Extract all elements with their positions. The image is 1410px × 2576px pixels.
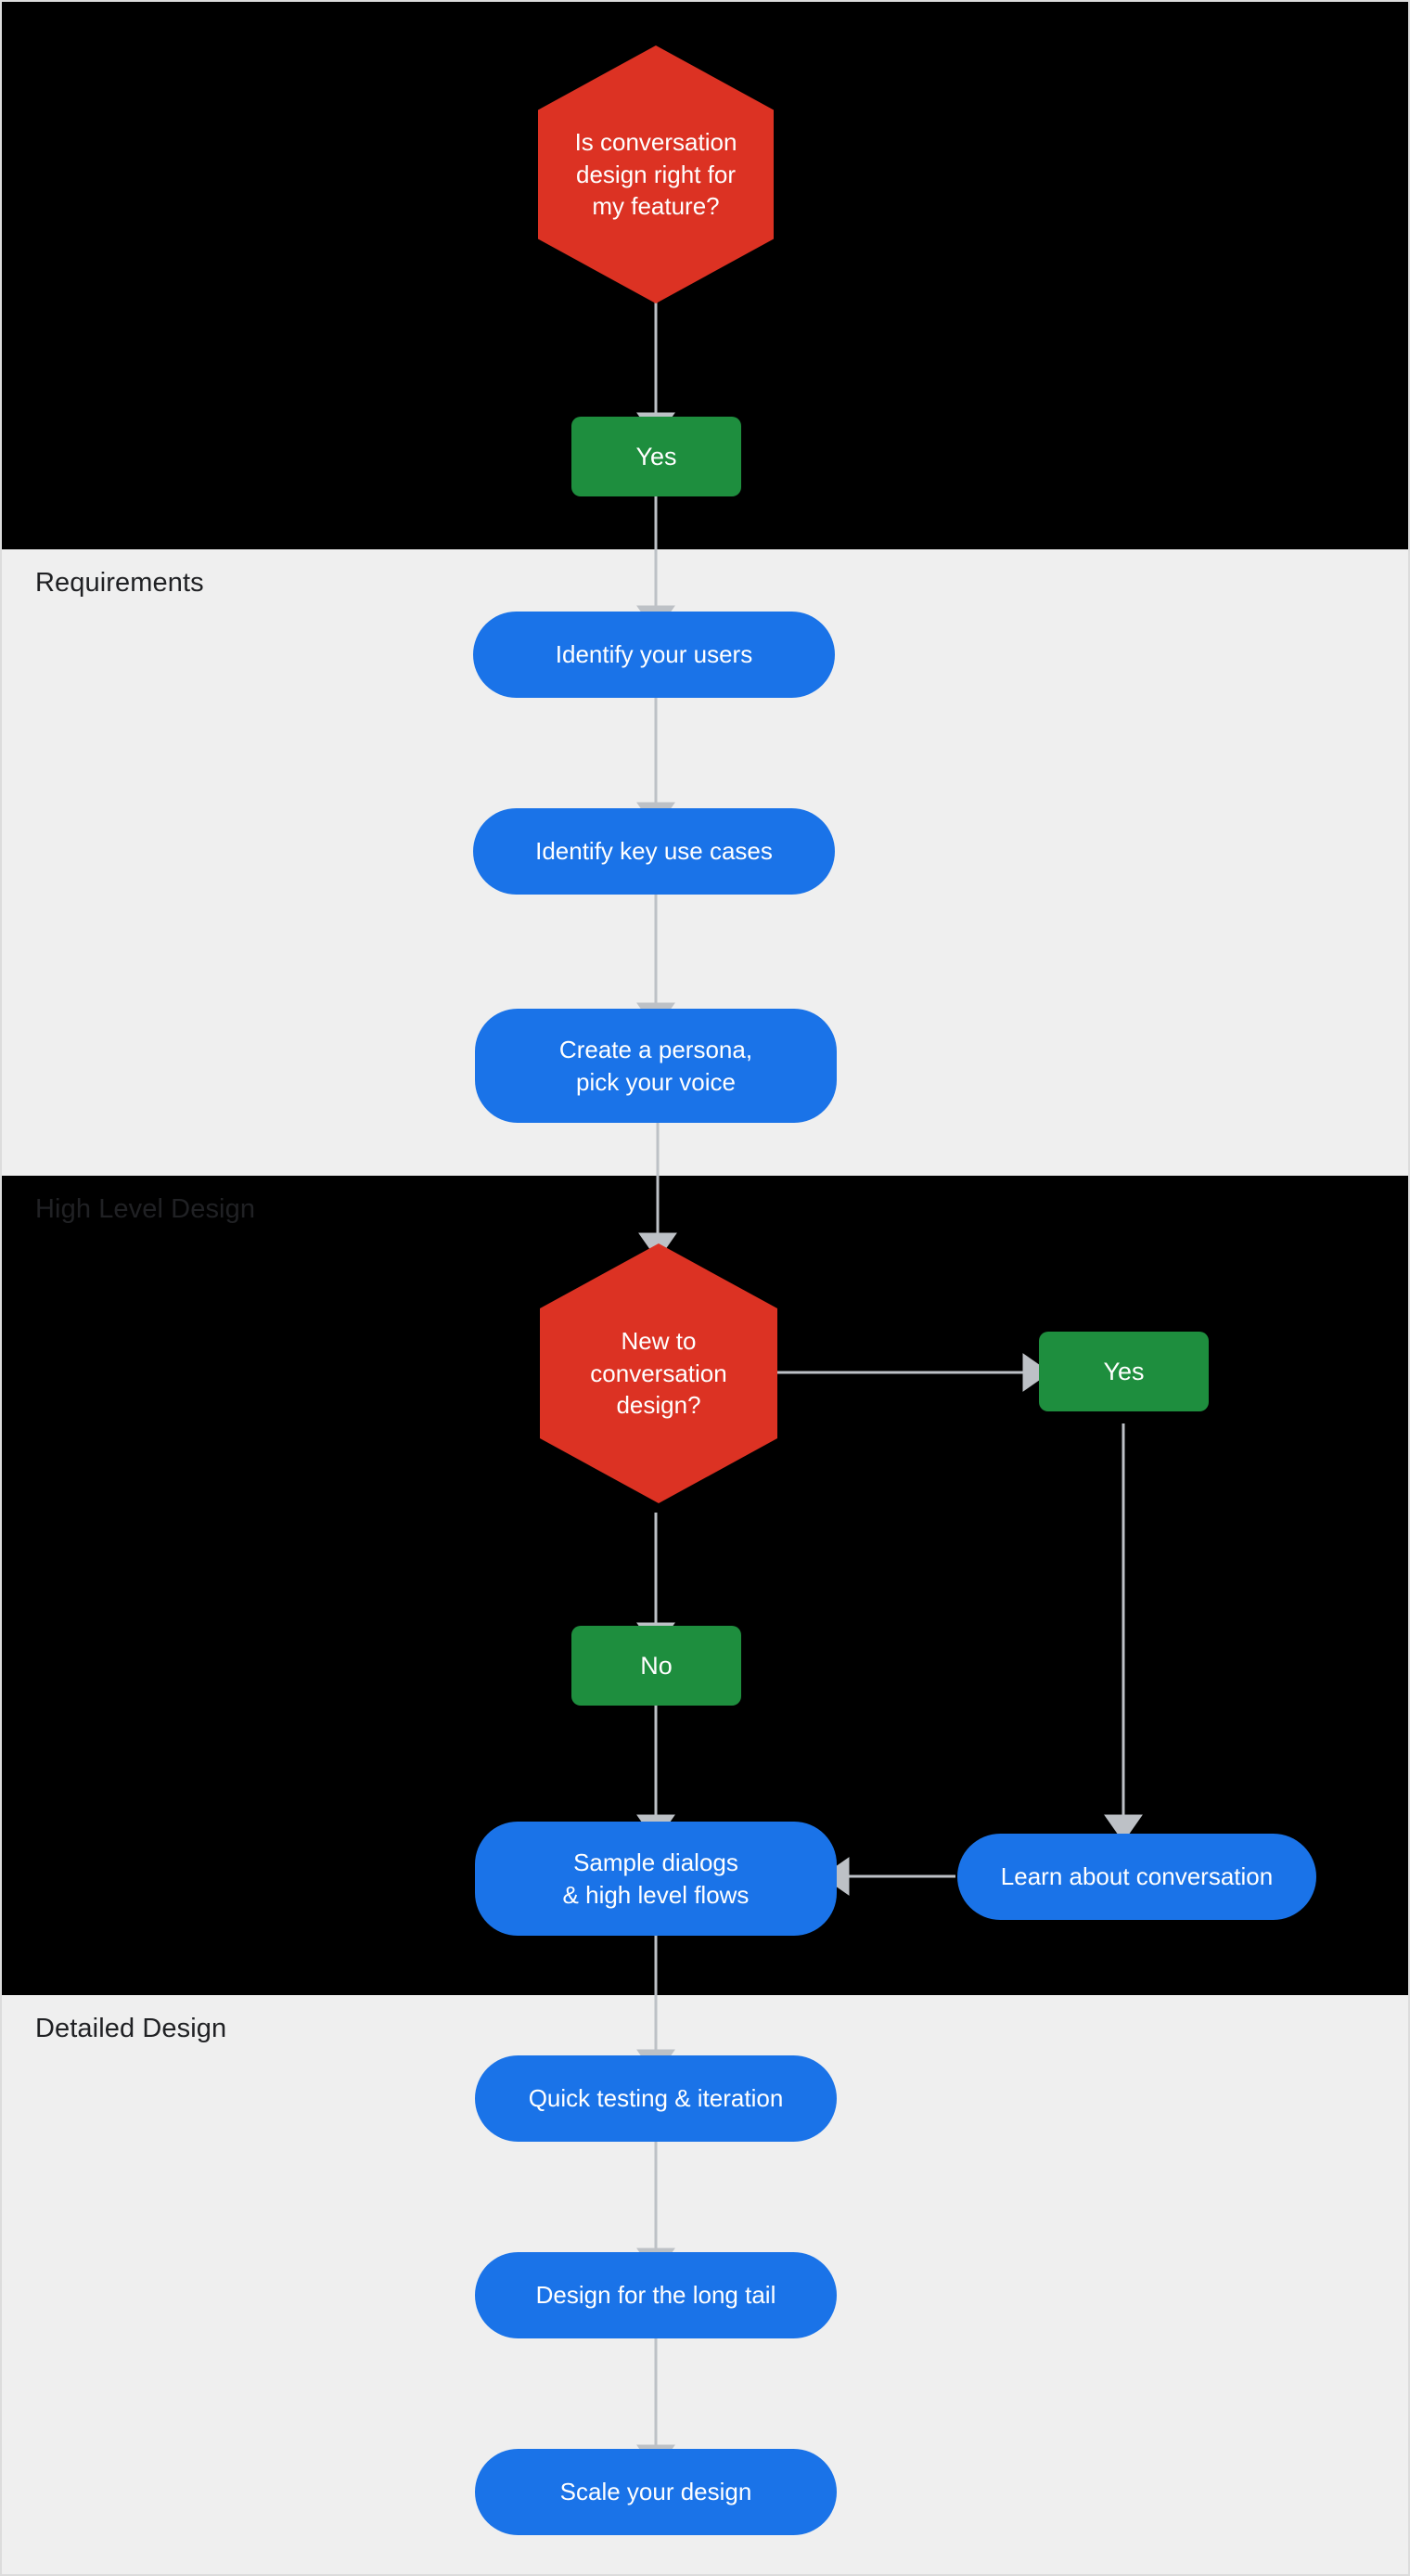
step-label: Design for the long tail <box>535 2281 776 2310</box>
step-label: Quick testing & iteration <box>528 2084 784 2113</box>
step-identify-key-use-cases[interactable]: Identify key use cases <box>473 808 835 895</box>
step-label: Create a persona, pick your voice <box>558 1035 753 1096</box>
answer-yes-top[interactable]: Yes <box>571 417 741 496</box>
step-label: Scale your design <box>559 2478 752 2506</box>
answer-yes-mid[interactable]: Yes <box>1039 1332 1209 1411</box>
step-label: Identify your users <box>555 640 753 669</box>
answer-label: No <box>640 1651 673 1680</box>
step-create-a-persona-pick-your-voice[interactable]: Create a persona, pick your voice <box>475 1009 837 1123</box>
swimlane-label-requirements: Requirements <box>35 568 204 598</box>
answer-label: Yes <box>635 442 677 470</box>
step-design-for-the-long-tail[interactable]: Design for the long tail <box>475 2252 837 2338</box>
decision-label: New to conversation design? <box>590 1326 727 1420</box>
step-learn-about-conversation[interactable]: Learn about conversation <box>957 1834 1316 1920</box>
step-label: Learn about conversation <box>1000 1862 1274 1891</box>
step-label: Identify key use cases <box>535 837 773 866</box>
step-sample-dialogs-and-high-level-flows[interactable]: Sample dialogs & high level flows <box>475 1822 837 1936</box>
step-quick-testing-and-iteration[interactable]: Quick testing & iteration <box>475 2055 837 2142</box>
step-scale-your-design[interactable]: Scale your design <box>475 2449 837 2535</box>
answer-no-mid[interactable]: No <box>571 1626 741 1706</box>
step-label: Sample dialogs & high level flows <box>562 1848 750 1909</box>
swimlane-label-high-level-design: High Level Design <box>35 1194 256 1224</box>
decision-label: Is conversation design right for my feat… <box>574 127 737 221</box>
swimlane-label-detailed-design: Detailed Design <box>35 2014 227 2043</box>
answer-label: Yes <box>1103 1357 1145 1385</box>
step-identify-your-users[interactable]: Identify your users <box>473 612 835 698</box>
